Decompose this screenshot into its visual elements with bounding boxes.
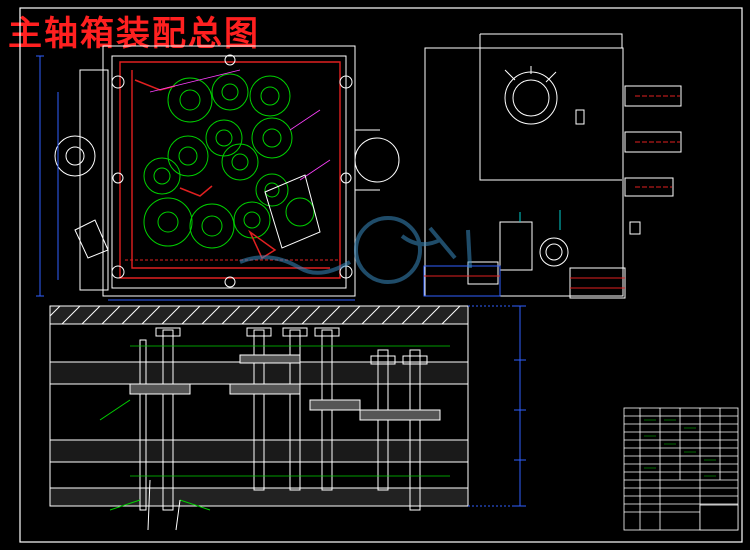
top-wall (49, 305, 469, 325)
right-bearing-boss (354, 137, 400, 183)
front-view-housing (102, 45, 356, 297)
gear-13 (285, 197, 315, 227)
gear-6 (251, 117, 293, 159)
pump-port (539, 237, 569, 267)
gasket-outline (119, 61, 341, 279)
shaft-end-1 (624, 85, 682, 107)
side-view-housing (424, 47, 624, 297)
gear-8 (143, 157, 181, 195)
section-view (49, 305, 526, 531)
gear-9 (255, 173, 289, 207)
linkage-arm (134, 79, 176, 91)
base-plate-right (569, 267, 626, 299)
watermark-logo (239, 216, 472, 284)
gear-5 (205, 119, 243, 157)
left-bearing-boss (54, 135, 96, 177)
bottom-wall (49, 487, 469, 507)
drawing-title: 主轴箱装配总图 (8, 14, 260, 54)
gear-7 (221, 143, 259, 181)
shaft-end-3 (624, 177, 674, 197)
gear-4 (167, 135, 209, 177)
left-flange (79, 69, 109, 291)
side-view (423, 33, 682, 299)
shaft-end-2 (624, 131, 682, 153)
section-dimensions (514, 305, 526, 507)
angled-bracket (264, 174, 321, 249)
drawing-border (19, 7, 743, 543)
gear-11 (189, 203, 235, 249)
gear-1 (167, 77, 213, 123)
pump-body (499, 221, 533, 271)
base-plate-left (423, 265, 501, 297)
gear-3 (249, 75, 291, 117)
gear-10 (143, 197, 193, 247)
vertical-dimension (36, 55, 44, 297)
gear-2 (211, 73, 249, 111)
front-view (36, 45, 400, 301)
title-block (623, 407, 739, 531)
